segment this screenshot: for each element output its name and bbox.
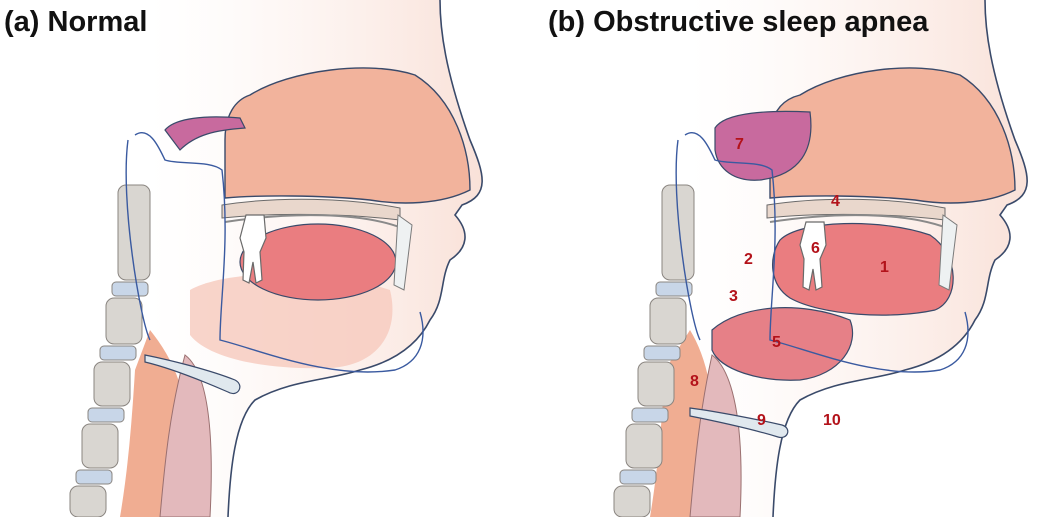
nasal-cavity bbox=[224, 67, 471, 204]
vertebra bbox=[649, 297, 687, 345]
epiglottis bbox=[144, 354, 241, 395]
vertebra bbox=[93, 361, 131, 407]
face-profile bbox=[772, 0, 1028, 518]
front-incisor bbox=[393, 214, 413, 291]
hyoid bbox=[689, 407, 789, 439]
vertebra bbox=[105, 297, 143, 345]
disc bbox=[99, 345, 137, 361]
adenoid bbox=[164, 116, 246, 151]
mandible-outline bbox=[684, 132, 969, 373]
vertebra bbox=[117, 184, 151, 281]
label-3: 3 bbox=[729, 288, 738, 305]
vertebra bbox=[637, 361, 675, 407]
vertebra bbox=[625, 423, 663, 469]
panel-title-normal: (a) Normal bbox=[4, 6, 148, 38]
label-9: 9 bbox=[757, 412, 766, 429]
molar-tooth bbox=[239, 214, 267, 284]
tongue bbox=[772, 222, 954, 316]
normal-panel bbox=[69, 0, 483, 518]
label-7: 7 bbox=[735, 136, 744, 153]
vertebra bbox=[69, 485, 107, 518]
label-5: 5 bbox=[772, 334, 781, 351]
nasal-cavity bbox=[769, 67, 1016, 204]
cervical-spine bbox=[69, 184, 151, 518]
panel-title-osa: (b) Obstructive sleep apnea bbox=[548, 6, 929, 38]
cervical-spine bbox=[613, 184, 695, 518]
label-2: 2 bbox=[744, 251, 753, 268]
label-6: 6 bbox=[811, 240, 820, 257]
front-incisor bbox=[938, 214, 958, 291]
face-profile bbox=[227, 0, 483, 518]
disc bbox=[87, 407, 125, 423]
disc bbox=[643, 345, 681, 361]
disc bbox=[619, 469, 657, 485]
disc bbox=[631, 407, 669, 423]
molar-tooth bbox=[799, 221, 827, 291]
vertebra bbox=[81, 423, 119, 469]
upper-teeth-arch bbox=[769, 214, 948, 229]
label-1: 1 bbox=[880, 259, 889, 276]
skull-base-outline bbox=[125, 139, 151, 341]
mandible-outline bbox=[134, 132, 424, 373]
label-10: 10 bbox=[823, 412, 841, 429]
skull-base-outline bbox=[675, 139, 701, 341]
osa-panel: 1 2 3 4 5 6 7 8 9 10 bbox=[613, 0, 1028, 518]
disc bbox=[111, 281, 149, 297]
disc bbox=[75, 469, 113, 485]
label-4: 4 bbox=[831, 193, 840, 210]
vertebra bbox=[661, 184, 695, 281]
disc bbox=[655, 281, 693, 297]
label-8: 8 bbox=[690, 373, 699, 390]
vertebra bbox=[613, 485, 651, 518]
